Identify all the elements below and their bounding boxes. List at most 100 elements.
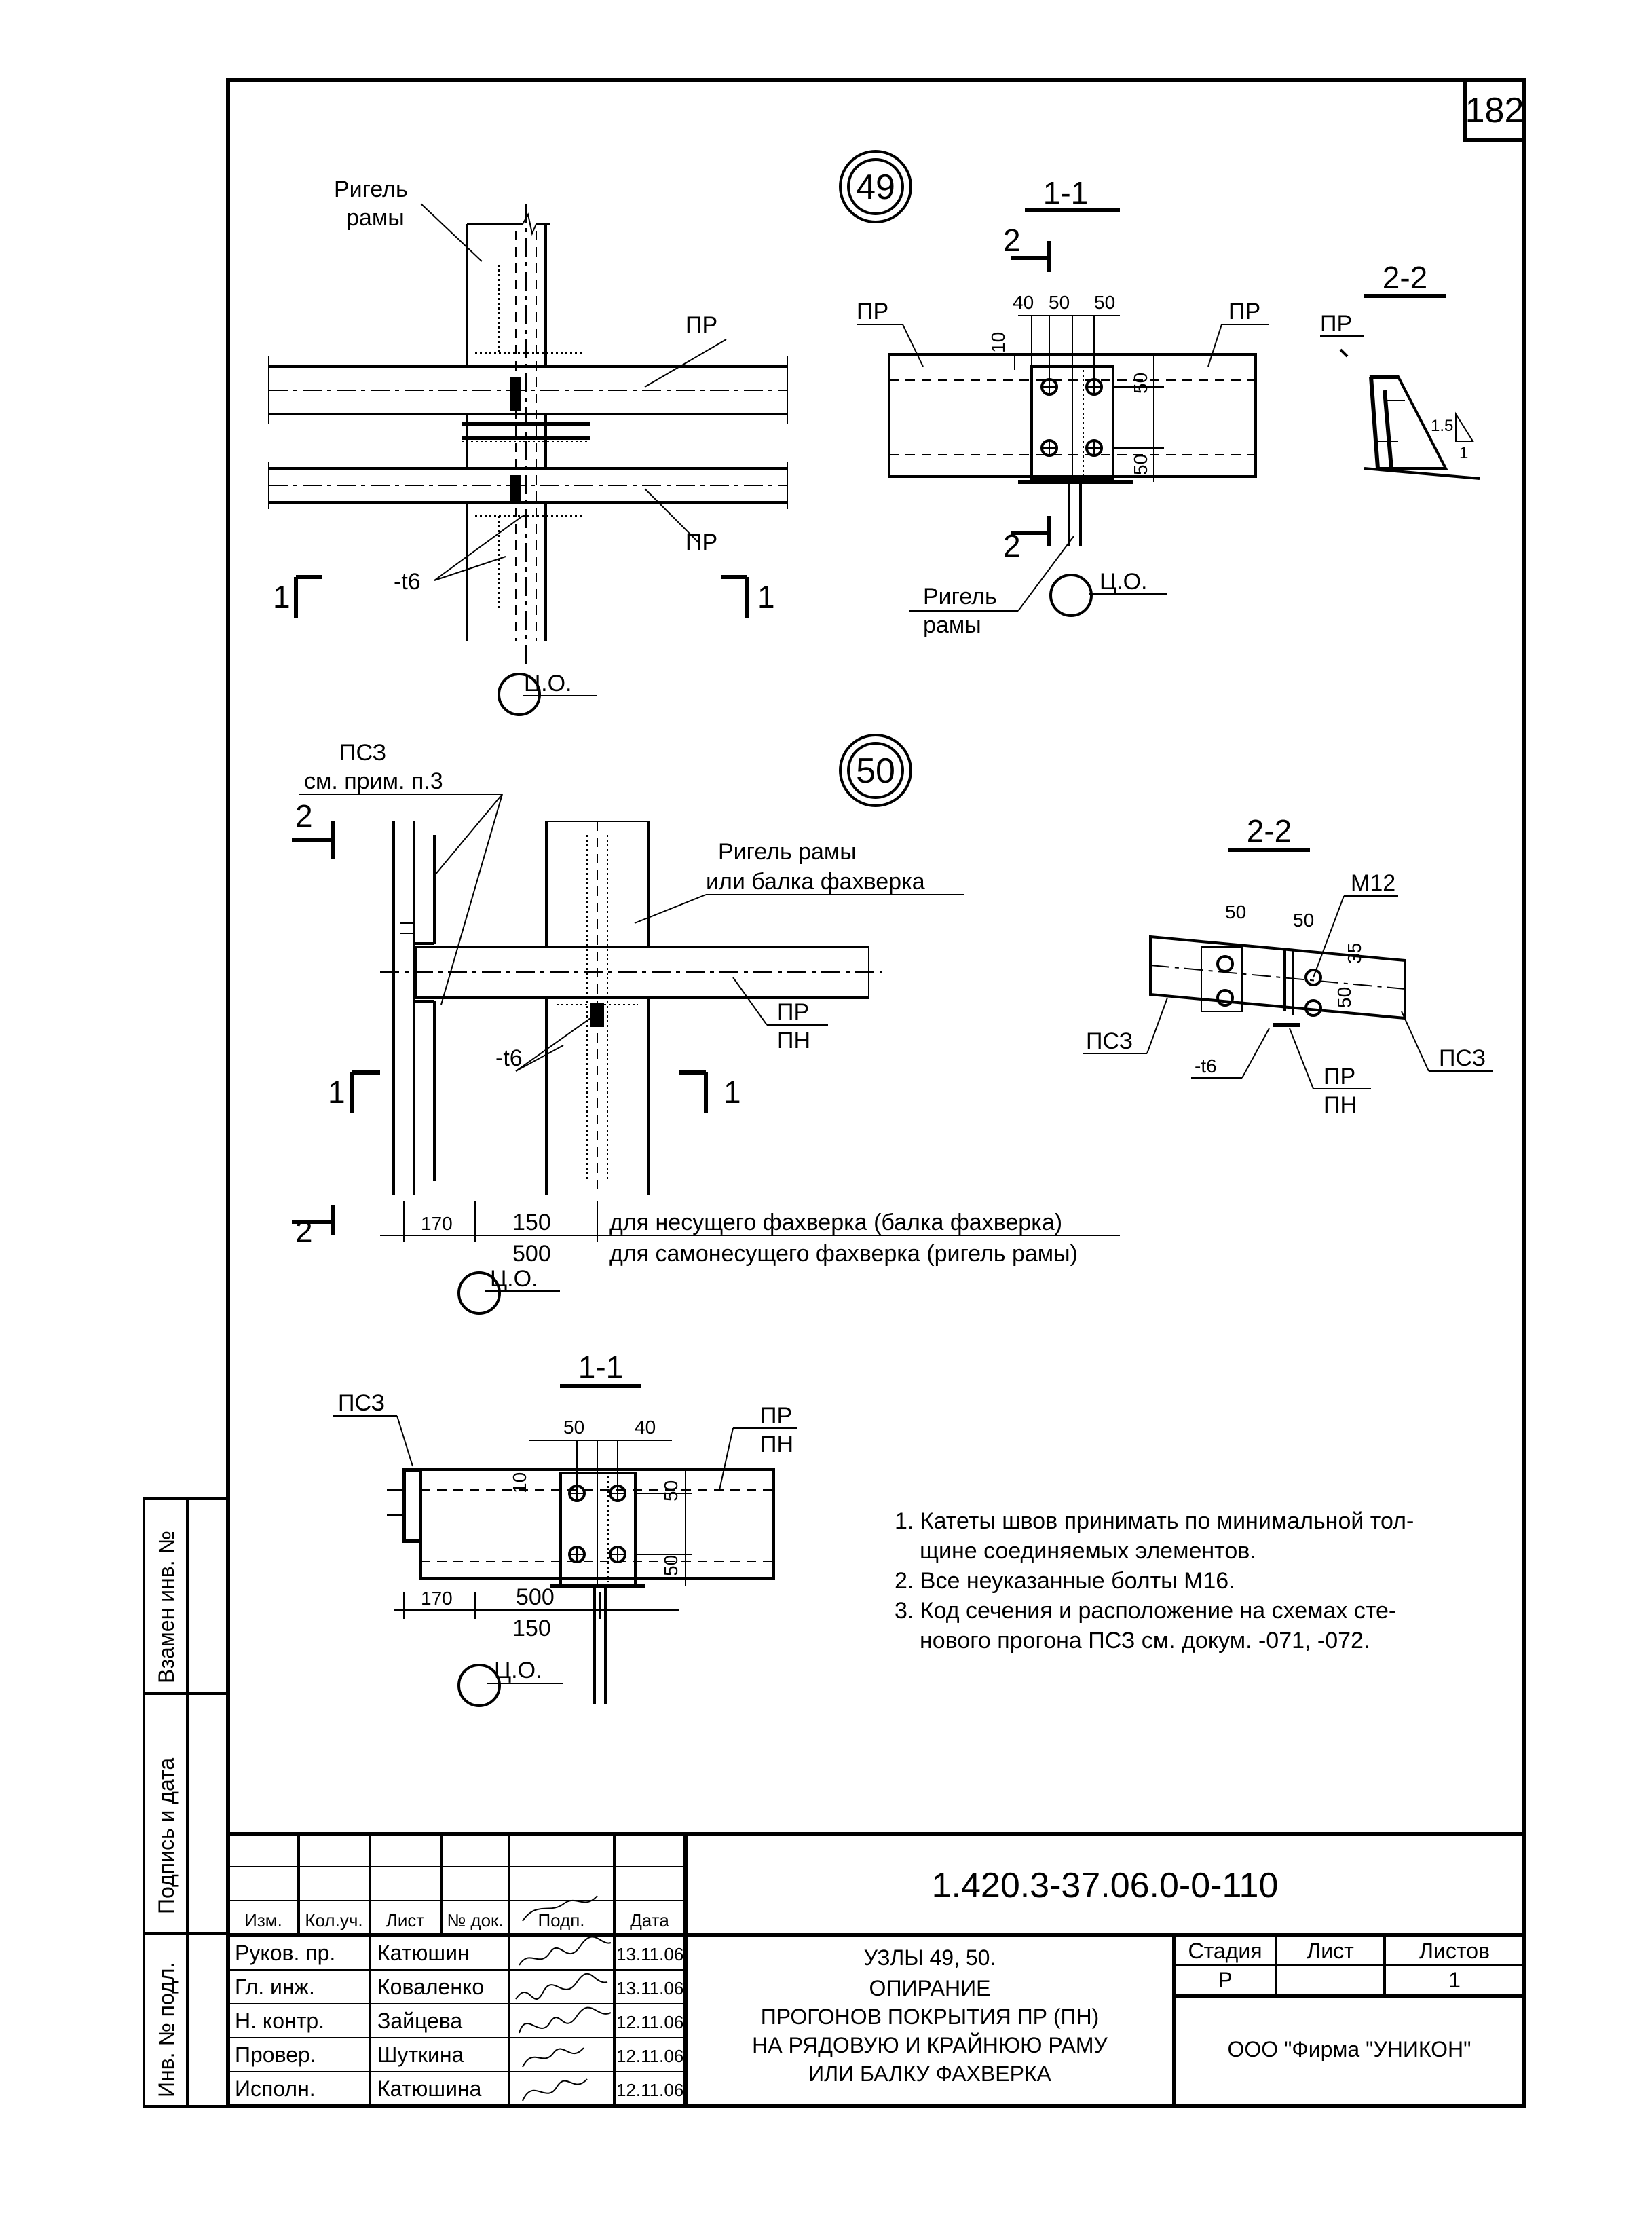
node50-s22-pr: ПР [1324,1064,1355,1089]
stage-header: Стадия [1188,1939,1262,1963]
dim-50b: 50 [1094,292,1115,313]
node49-sec-rigel-2: рамы [923,612,981,638]
node49-section11-title: 1-1 [1043,175,1088,210]
node50-s22-d50b: 50 [1293,910,1314,931]
note-line-2: щине соединяемых элементов. [920,1538,1256,1564]
node50-s11-co: Ц.О. [494,1658,542,1683]
node50-section-22: 2-2 М12 50 50 35 50 ПСЗ ПСЗ -t6 ПР ПН [1083,813,1493,1118]
node50-s22-psz-right: ПСЗ [1439,1045,1486,1071]
note-selfbearing: для самонесущего фахверка (ригель рамы) [609,1241,1078,1267]
node50-mark1-right: 1 [724,1075,741,1110]
company-name: ООО "Фирма "УНИКОН" [1227,2037,1471,2061]
sig-role-0: Руков. пр. [235,1941,335,1965]
sig-role-4: Исполн. [235,2076,316,2101]
node50-mark2-bottom: 2 [295,1214,313,1249]
stage-value: Р [1218,1968,1232,1992]
title-line-3: НА РЯДОВУЮ И КРАЙНЮЮ РАМУ [752,2033,1108,2057]
node50-s22-m12: М12 [1351,870,1395,896]
node49-sec-pr-right: ПР [1228,299,1260,324]
node50-label: 50 [856,751,895,791]
label-co-50: Ц.О. [490,1266,538,1292]
node49-s22-pr: ПР [1320,311,1352,337]
col-header-list: Лист [386,1910,425,1930]
note-line-3: 2. Все неуказанные болты М16. [895,1568,1235,1594]
node50-section11-title: 1-1 [578,1349,623,1385]
node50-mark1-left: 1 [328,1075,345,1110]
node49-sec-co: Ц.О. [1100,569,1148,595]
node50-s11-d50c: 50 [660,1555,681,1576]
node50-mark2-top: 2 [295,798,313,834]
stamp-inv: Инв. № подл. [154,1962,179,2097]
node50-s22-psz-left: ПСЗ [1086,1028,1133,1054]
label-t6-50: -t6 [495,1045,523,1071]
node50-section22-title: 2-2 [1247,813,1292,848]
label-rigel-2: рамы [346,205,405,231]
node50-s11-d150: 150 [512,1616,551,1641]
node50-s22-d50a: 50 [1225,901,1246,922]
section-mark-1-left: 1 [273,579,290,614]
label-pr-upper: ПР [686,312,717,338]
slope-b: 1 [1459,444,1468,462]
doc-code: 1.420.3-37.06.0-0-110 [932,1866,1279,1905]
label-pr-50: ПР [777,999,809,1025]
dim-50c: 50 [1130,373,1151,394]
title-block: Изм. Кол.уч. Лист № док. Подп. Дата Руко… [226,1832,1526,2108]
label-psz-note: см. прим. п.3 [304,768,443,794]
node49-plan: ПР ПР Ригель рамы -t6 1 1 Ц.О. [268,176,788,716]
node50-s22-d35: 35 [1344,943,1365,964]
sig-role-2: Н. контр. [235,2009,324,2033]
sig-date-1: 13.11.06 [616,1978,683,1998]
node49-section22-title: 2-2 [1383,260,1427,295]
section-mark-1-right: 1 [757,579,775,614]
node50-s11-d500: 500 [516,1584,555,1610]
title-line-2: ПРОГОНОВ ПОКРЫТИЯ ПР (ПН) [761,2004,1100,2029]
sig-date-0: 13.11.06 [616,1944,683,1964]
node49-label: 49 [856,168,895,207]
node50-s22-t6: -t6 [1195,1056,1217,1077]
dim-40: 40 [1013,292,1034,313]
note-line-1: 1. Катеты швов принимать по минимальной … [895,1508,1414,1534]
label-pn-50: ПН [777,1028,810,1053]
node49-sec-mark2-top: 2 [1003,223,1021,258]
title-line-1: ОПИРАНИЕ [869,1976,991,2000]
node49-sec-pr-left: ПР [857,299,888,324]
sheets-value: 1 [1448,1968,1461,1992]
node50-s11-d40: 40 [635,1417,656,1438]
dim-50a: 50 [1049,292,1070,313]
notes-block: 1. Катеты швов принимать по минимальной … [895,1508,1414,1654]
dim-50d: 50 [1130,454,1151,475]
dim-500-50: 500 [512,1241,551,1267]
col-header-izm: Изм. [244,1910,282,1930]
node50-s11-d10: 10 [509,1472,530,1493]
sig-name-2: Зайцева [377,2009,462,2033]
col-header-kol: Кол.уч. [305,1910,362,1930]
dim-170-50: 170 [421,1213,453,1234]
sig-name-1: Коваленко [377,1975,484,1999]
node50-plan: ПСЗ см. прим. п.3 Ригель рамы или балка … [292,740,1120,1315]
sheets-header: Листов [1419,1939,1490,1963]
sig-role-1: Гл. инж. [235,1975,315,1999]
sig-date-3: 12.11.06 [616,2046,683,2066]
dim-10: 10 [988,332,1009,353]
label-co-49: Ц.О. [524,671,572,696]
label-psz: ПСЗ [339,740,386,766]
stamp-replaced: Взамен инв. № [154,1531,179,1683]
label-t6-49: -t6 [394,569,421,595]
sig-name-4: Катюшина [377,2076,482,2101]
label-rigel-1: Ригель [334,176,408,202]
sheet-number: 182 [1465,91,1524,130]
node50-s22-d50c: 50 [1334,987,1355,1008]
handwritten-signatures [515,1895,612,2102]
slope-a: 1.5 [1431,417,1453,435]
label-rigel-or-beam-2: или балка фахверка [706,869,925,895]
sheet-header: Лист [1307,1939,1354,1963]
note-bearing: для несущего фахверка (балка фахверка) [609,1210,1062,1235]
sig-name-0: Катюшин [377,1941,470,1965]
node50-s11-pr: ПР [760,1403,792,1429]
node50-marker: 50 [839,734,912,807]
label-pr-lower: ПР [686,529,717,555]
node50-s11-d50b: 50 [660,1480,681,1501]
col-header-sign: Подп. [538,1910,584,1930]
stamp-signature: Подпись и дата [154,1758,179,1914]
